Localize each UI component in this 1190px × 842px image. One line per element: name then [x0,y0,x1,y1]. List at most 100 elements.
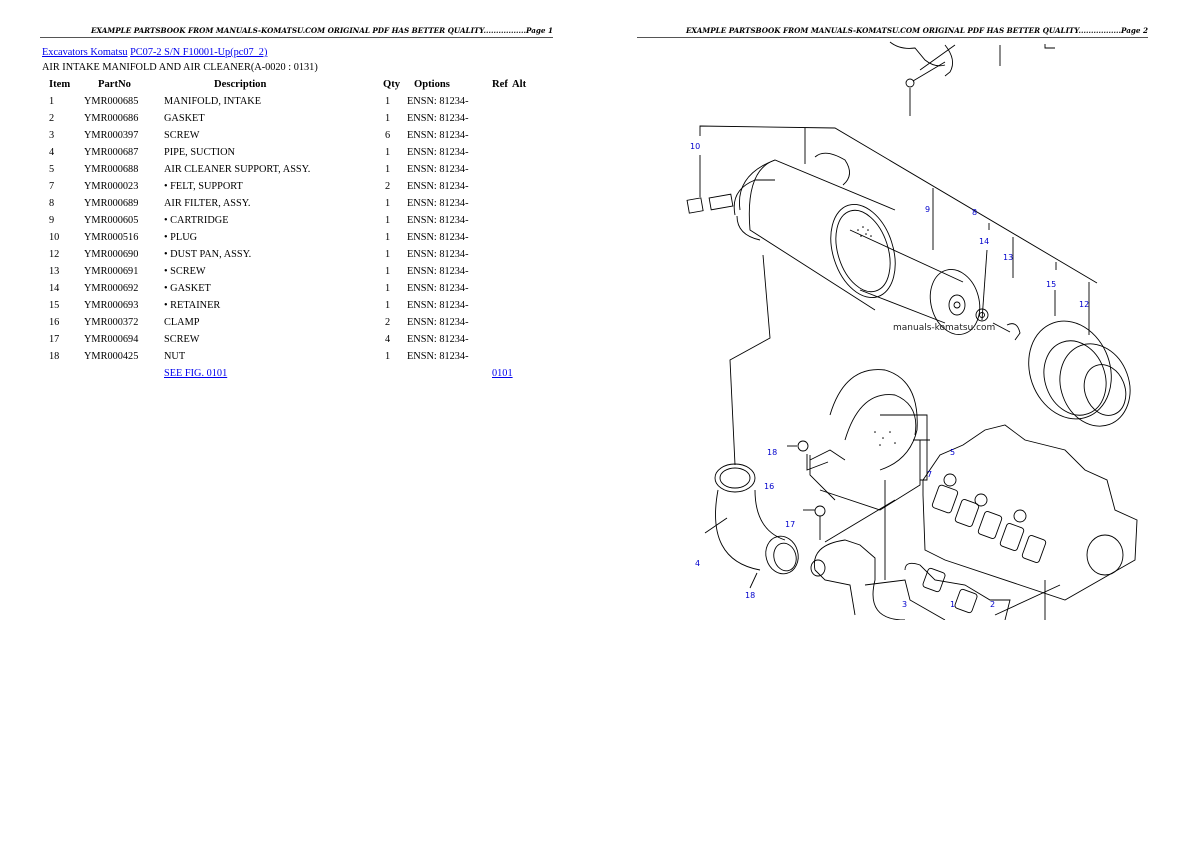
item-cell: 14 [49,283,60,294]
options-cell: ENSN: 81234- [407,147,469,158]
qty-cell: 1 [385,215,391,226]
item-cell: 4 [49,147,55,158]
qty-cell: 1 [385,266,391,277]
page-2-header: EXAMPLE PARTSBOOK FROM MANUALS-KOMATSU.C… [637,26,1148,38]
options-cell: ENSN: 81234- [407,215,469,226]
see-fig-link[interactable]: SEE FIG. 0101 [164,368,228,379]
callout-1: 1 [950,600,955,609]
alt-cell [512,178,542,195]
item-cell: 16 [49,317,60,328]
description-cell: • DUST PAN, ASSY. [164,249,252,260]
category-link[interactable]: Excavators Komatsu [42,47,128,58]
item-cell: 12 [49,249,60,260]
partno-cell: YMR000692 [84,283,139,294]
description-cell: • PLUG [164,232,198,243]
alt-cell [512,263,542,280]
qty-cell: 1 [385,164,391,175]
ref-cell [492,246,512,263]
alt-cell [512,144,542,161]
item-cell: 1 [49,96,55,107]
item-cell: 17 [49,334,60,345]
callout-15: 15 [1046,280,1056,289]
figure-link-row: SEE FIG. 0101 0101 [42,365,542,382]
qty-cell: 1 [385,283,391,294]
item-cell: 2 [49,113,55,124]
col-partno: PartNo [98,79,131,90]
ref-cell [492,348,512,365]
page-1-header: EXAMPLE PARTSBOOK FROM MANUALS-KOMATSU.C… [40,26,553,38]
callout-4: 4 [695,559,700,568]
model-link[interactable]: PC07-2 S/N F10001-Up(pc07_2) [130,47,268,58]
options-cell: ENSN: 81234- [407,283,469,294]
qty-cell: 2 [385,181,391,192]
ref-cell [492,229,512,246]
section-title: AIR INTAKE MANIFOLD AND AIR CLEANER(A-00… [42,62,318,73]
alt-cell [512,348,542,365]
partno-cell: YMR000691 [84,266,139,277]
ref-cell [492,314,512,331]
description-cell: AIR FILTER, ASSY. [164,198,251,209]
callout-10: 10 [690,142,700,151]
options-cell: ENSN: 81234- [407,317,469,328]
ref-cell [492,110,512,127]
partno-cell: YMR000686 [84,113,139,124]
ref-cell [492,127,512,144]
description-cell: AIR CLEANER SUPPORT, ASSY. [164,164,311,175]
alt-cell [512,110,542,127]
item-cell: 7 [49,181,55,192]
options-cell: ENSN: 81234- [407,181,469,192]
partno-cell: YMR000685 [84,96,139,107]
alt-cell [512,280,542,297]
options-cell: ENSN: 81234- [407,334,469,345]
item-cell: 9 [49,215,55,226]
diagram-callouts: 10 9 8 14 13 15 12 18 16 17 5 7 4 18 3 1… [690,142,1089,609]
options-cell: ENSN: 81234- [407,164,469,175]
ref-cell [492,297,512,314]
partno-cell: YMR000605 [84,215,139,226]
callout-3: 3 [902,600,907,609]
qty-cell: 2 [385,317,391,328]
partno-cell: YMR000372 [84,317,139,328]
item-cell: 8 [49,198,55,209]
partno-cell: YMR000687 [84,147,139,158]
ref-cell [492,93,512,110]
ref-cell [492,144,512,161]
col-options: Options [414,79,450,90]
description-cell: NUT [164,351,186,362]
callout-14: 14 [979,237,989,246]
breadcrumb: Excavators Komatsu PC07-2 S/N F10001-Up(… [42,46,267,59]
ref-cell [492,212,512,229]
item-cell: 15 [49,300,60,311]
qty-cell: 1 [385,96,391,107]
alt-cell [512,93,542,110]
qty-cell: 1 [385,249,391,260]
item-cell: 5 [49,164,55,175]
partno-cell: YMR000425 [84,351,139,362]
ref-link[interactable]: 0101 [492,368,513,379]
partno-cell: YMR000690 [84,249,139,260]
qty-cell: 6 [385,130,391,141]
description-cell: • RETAINER [164,300,221,311]
qty-cell: 1 [385,113,391,124]
description-cell: PIPE, SUCTION [164,147,235,158]
col-description: Description [214,79,267,90]
partno-cell: YMR000689 [84,198,139,209]
exploded-parts-diagram: 10 9 8 14 13 15 12 18 16 17 5 7 4 18 3 1… [686,41,1138,620]
callout-18: 18 [745,591,755,600]
callout-13: 13 [1003,253,1013,262]
alt-cell [512,229,542,246]
partno-cell: YMR000688 [84,164,139,175]
alt-cell [512,195,542,212]
ref-cell [492,161,512,178]
alt-cell [512,297,542,314]
partno-cell: YMR000693 [84,300,139,311]
